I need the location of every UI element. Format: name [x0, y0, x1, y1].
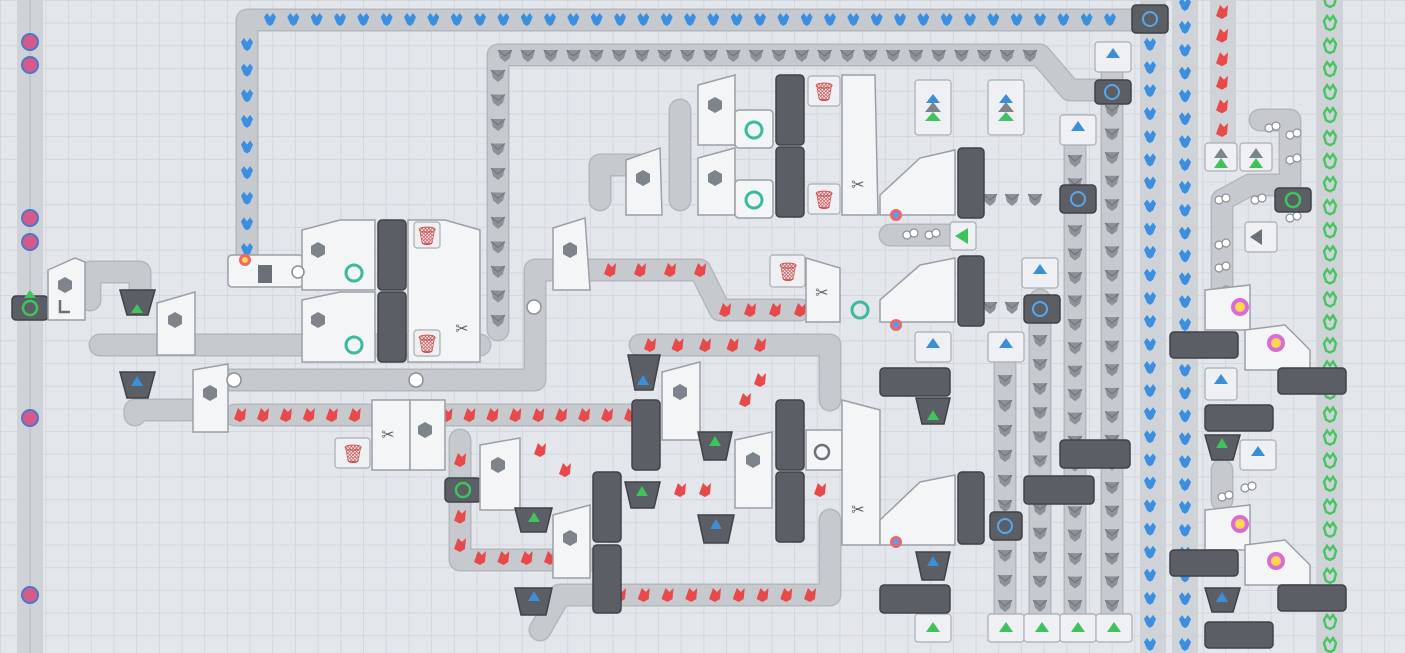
- trash-block-left[interactable]: 🗑 🗑 ✂: [407, 219, 481, 363]
- red-shape-item: [674, 483, 686, 497]
- red-shape-item: [739, 393, 751, 407]
- svg-text:✂: ✂: [815, 283, 828, 302]
- stacker-pads[interactable]: [914, 41, 1133, 643]
- gray-shape-item: [1027, 193, 1043, 207]
- left-vertical-belt[interactable]: [17, 0, 43, 653]
- splitter-mid-left[interactable]: ✂ 🗑: [334, 399, 446, 471]
- left-belt-markers: [21, 33, 39, 604]
- gray-shape-item: [1004, 193, 1020, 207]
- cutter-machine-lower-1[interactable]: [479, 437, 553, 533]
- svg-text:🗑: 🗑: [342, 444, 365, 465]
- rotator-block-1[interactable]: [301, 219, 376, 291]
- svg-text:✂: ✂: [851, 500, 864, 519]
- right-vertical-belts[interactable]: [1140, 0, 1343, 653]
- painter-block-upper[interactable]: [227, 254, 304, 288]
- stacker-left-2[interactable]: [119, 371, 156, 399]
- cutter-block-upper-center[interactable]: 🗑 🗑 ✂: [625, 74, 879, 219]
- red-shape-item: [754, 373, 766, 387]
- blue-shape-items-left: [241, 38, 253, 256]
- cutter-machine-left-3[interactable]: [192, 363, 229, 433]
- cutter-machine-left[interactable]: [47, 257, 86, 321]
- gray-shape-item: [982, 301, 998, 315]
- gray-shape-item: [982, 193, 998, 207]
- svg-text:✂: ✂: [381, 425, 394, 444]
- painter-machine-3[interactable]: [879, 471, 985, 548]
- white-shape-item: [1240, 481, 1257, 493]
- stacker-left-1[interactable]: [119, 289, 156, 316]
- rotator-block-2[interactable]: [301, 291, 376, 363]
- machine-cluster-center[interactable]: ✂: [624, 354, 881, 546]
- cutter-machine-left-2[interactable]: [156, 291, 196, 356]
- red-shape-item: [534, 443, 546, 457]
- svg-text:🗑: 🗑: [416, 334, 439, 355]
- svg-text:✂: ✂: [851, 175, 864, 194]
- trash-icon: 🗑: [416, 226, 439, 247]
- red-shape-item: [814, 483, 826, 497]
- hub-green-mid[interactable]: [444, 477, 482, 503]
- red-shape-item: [699, 483, 711, 497]
- cutter-machine-lower-2[interactable]: [514, 471, 622, 616]
- gray-shape-item: [1004, 301, 1020, 315]
- red-shape-item: [559, 463, 571, 477]
- color-mixer-column[interactable]: [949, 142, 1347, 649]
- cutter-icon: ✂: [455, 319, 468, 338]
- svg-text:🗑: 🗑: [813, 82, 836, 103]
- svg-text:🗑: 🗑: [813, 190, 836, 211]
- belt-connectors: [226, 265, 542, 388]
- merger-blocks-right[interactable]: [879, 4, 1169, 614]
- painter-machine-1[interactable]: [879, 147, 985, 221]
- painter-machine-2[interactable]: 🗑 ✂: [769, 254, 985, 331]
- white-shape-item: [1285, 211, 1302, 223]
- balancer-dark-1[interactable]: [377, 219, 407, 363]
- cutter-machine-mid[interactable]: [552, 217, 591, 291]
- svg-text:🗑: 🗑: [777, 262, 800, 283]
